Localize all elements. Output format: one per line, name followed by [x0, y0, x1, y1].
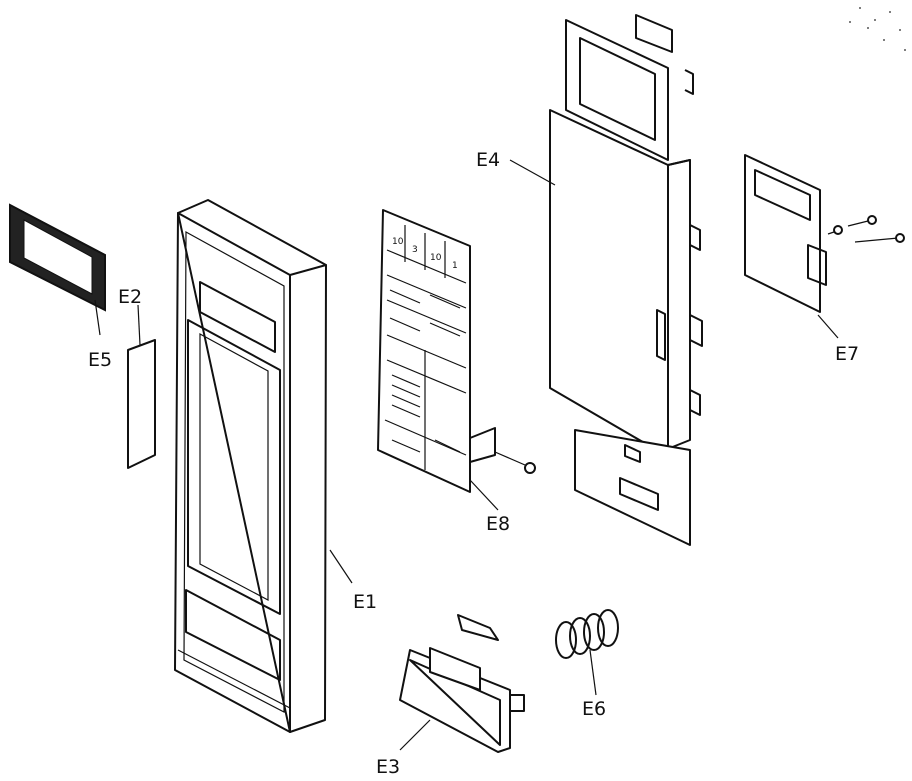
- label-e5: E5: [88, 349, 112, 371]
- label-e7: E7: [835, 343, 859, 365]
- scan-noise: [849, 7, 906, 51]
- part-e6-spring: [555, 609, 619, 696]
- label-e6: E6: [582, 698, 606, 720]
- part-e1-door-frame: [174, 199, 353, 733]
- key-label-2: 3: [412, 245, 418, 255]
- key-label-3: 10: [430, 253, 442, 263]
- part-e5-window-frame: [9, 203, 106, 336]
- label-e2: E2: [118, 286, 142, 308]
- label-e4: E4: [476, 149, 500, 171]
- key-label-4: 1: [452, 261, 458, 271]
- key-label-1: 10: [392, 237, 404, 247]
- part-e4-chassis: [509, 14, 703, 546]
- part-e2-film-strip: [127, 304, 156, 469]
- part-e7-circuit-board: [744, 154, 905, 339]
- part-e8-keypad-sheet: 10 3 10 1: [377, 209, 536, 511]
- label-e3: E3: [376, 756, 400, 778]
- label-e8: E8: [486, 513, 510, 535]
- label-e1: E1: [353, 591, 377, 613]
- part-e3-latch-handle: [399, 614, 525, 753]
